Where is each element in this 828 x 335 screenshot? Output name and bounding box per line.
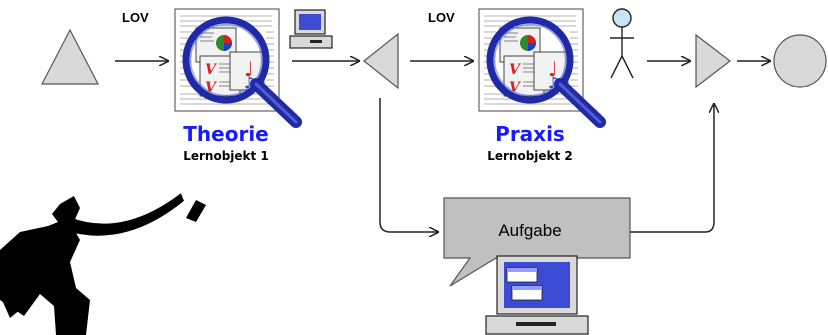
learning-object-1[interactable]: Theorie Lernobjekt 1 [175,9,302,163]
arrow-branch-to-task [379,98,438,232]
object-1-title: Theorie [183,122,268,146]
learning-object-2[interactable]: Praxis Lernobjekt 2 [479,9,606,163]
person-icon [610,8,634,79]
task-computer-icon [485,255,589,335]
lov-label-1: LOV [122,10,149,25]
end-circle-icon [773,34,827,88]
object-1-subtitle: Lernobjekt 1 [183,149,269,163]
join-triangle-icon [695,33,731,89]
task-label: Aufgabe [498,221,561,240]
object-2-title: Praxis [495,122,565,146]
arrow-task-to-join [630,104,714,233]
lov-label-2: LOV [428,10,455,25]
object-2-subtitle: Lernobjekt 2 [487,149,573,163]
silhouette-icon [0,193,206,335]
computer-icon [289,9,333,49]
start-triangle-icon [41,28,99,85]
merge-triangle-icon [363,32,399,90]
task-bubble[interactable]: Aufgabe [443,197,631,287]
